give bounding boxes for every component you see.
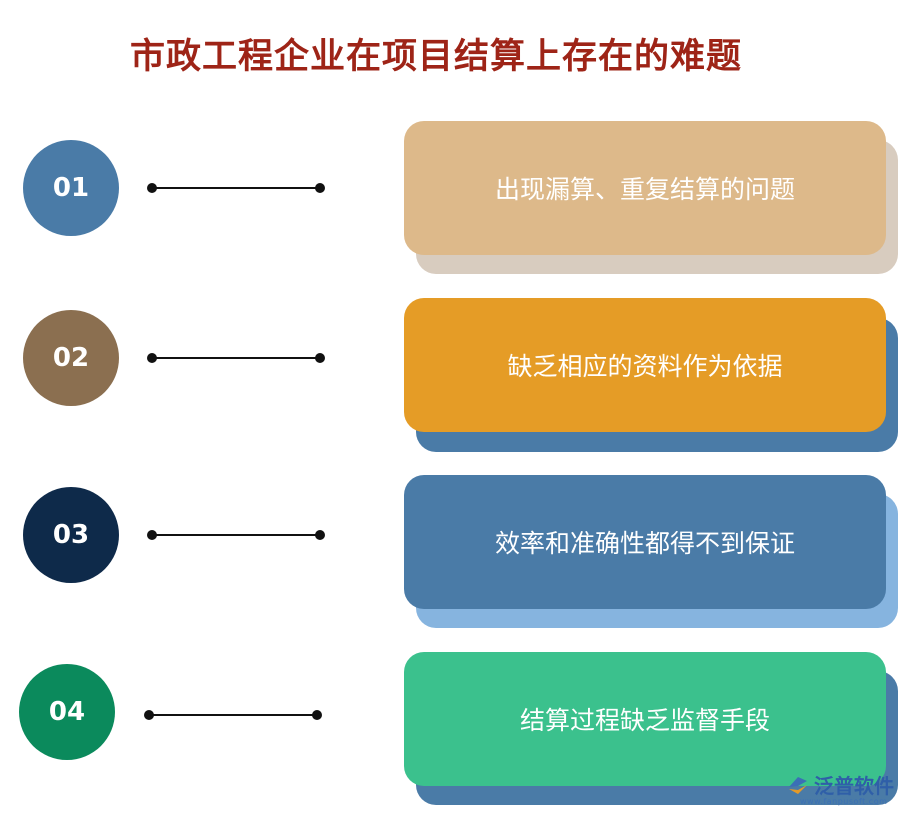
connector-stroke xyxy=(151,534,321,536)
connector-line xyxy=(147,530,325,540)
step-number-badge: 02 xyxy=(23,310,119,406)
list-item: 03 效率和准确性都得不到保证 xyxy=(0,473,917,628)
brand-url: www.fanpusoft.com xyxy=(800,797,888,806)
connector-end-dot xyxy=(315,530,325,540)
connector-end-dot xyxy=(315,183,325,193)
list-item: 02 缺乏相应的资料作为依据 xyxy=(0,296,917,452)
connector-stroke xyxy=(151,357,321,359)
page-title: 市政工程企业在项目结算上存在的难题 xyxy=(129,37,742,77)
step-number-badge: 03 xyxy=(23,487,119,583)
step-number-badge: 01 xyxy=(23,140,119,236)
brand-name: 泛普软件 xyxy=(814,774,894,798)
brand-logo-icon xyxy=(789,776,807,794)
connector-line xyxy=(147,353,325,363)
issue-card: 结算过程缺乏监督手段 xyxy=(404,652,886,786)
issue-text: 出现漏算、重复结算的问题 xyxy=(494,175,795,204)
issue-card: 出现漏算、重复结算的问题 xyxy=(404,121,886,255)
connector-end-dot xyxy=(312,710,322,720)
issue-text: 缺乏相应的资料作为依据 xyxy=(507,352,783,381)
connector-stroke xyxy=(151,187,321,189)
issue-card: 缺乏相应的资料作为依据 xyxy=(404,298,886,432)
list-item: 01 出现漏算、重复结算的问题 xyxy=(0,118,917,274)
issue-card: 效率和准确性都得不到保证 xyxy=(404,475,886,609)
connector-line xyxy=(144,710,322,720)
connector-end-dot xyxy=(315,353,325,363)
brand-watermark: 泛普软件 xyxy=(786,770,894,799)
connector-stroke xyxy=(148,714,318,716)
issue-text: 结算过程缺乏监督手段 xyxy=(519,706,770,735)
connector-line xyxy=(147,183,325,193)
issue-text: 效率和准确性都得不到保证 xyxy=(494,529,795,558)
step-number-badge: 04 xyxy=(19,664,115,760)
list-item: 04 结算过程缺乏监督手段 xyxy=(0,651,917,805)
